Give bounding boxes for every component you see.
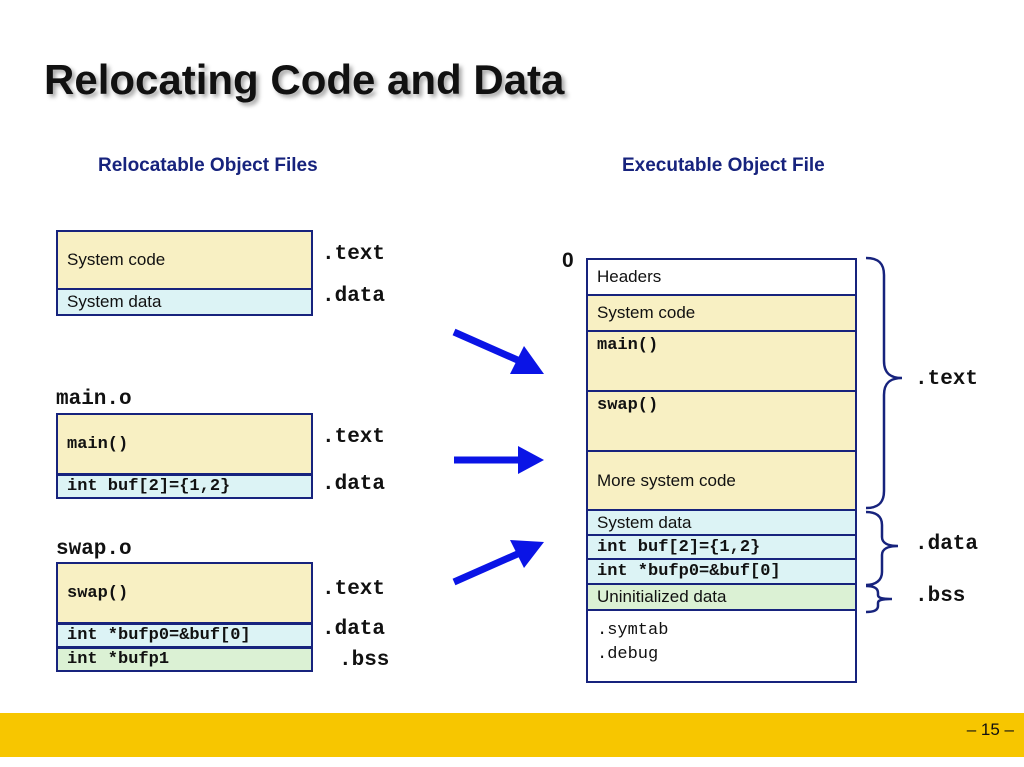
swap-bufp0-box: int *bufp0=&buf[0]: [56, 623, 313, 648]
exe-uninitialized-data-label: Uninitialized data: [597, 587, 727, 606]
exe-headers-box: Headers: [586, 258, 857, 296]
exe-system-data-label: System data: [597, 512, 692, 532]
exe-data-brace-label: .data: [915, 533, 979, 556]
relocation-arrows: [452, 328, 544, 586]
system-text-section-label: .text: [322, 243, 386, 266]
exe-main-label: main(): [597, 336, 659, 355]
start-address-label: 0: [562, 249, 574, 272]
exe-headers-label: Headers: [597, 267, 662, 286]
exe-bss-brace-label: .bss: [915, 585, 966, 608]
main-o-label: main.o: [56, 388, 132, 411]
data-brace-icon: [865, 510, 899, 587]
bss-brace-icon: [865, 584, 893, 614]
swap-bufp0-label: int *bufp0=&buf[0]: [67, 626, 251, 645]
footer-bar: [0, 713, 1024, 757]
main-data-section-label: .data: [322, 473, 386, 496]
exe-swap-label: swap(): [597, 396, 659, 415]
system-code-box: System code: [56, 230, 313, 290]
system-data-section-label: .data: [322, 285, 386, 308]
main-buf-label: int buf[2]={1,2}: [67, 477, 231, 496]
swap-bss-section-label: .bss: [339, 649, 390, 672]
exe-buf-label: int buf[2]={1,2}: [597, 537, 761, 557]
arrow-swap-to-executable: [452, 540, 544, 586]
exe-bufp0-box: int *bufp0=&buf[0]: [586, 558, 857, 585]
section-braces: [865, 256, 903, 614]
swap-data-section-label: .data: [322, 618, 386, 641]
swap-bufp1-box: int *bufp1: [56, 647, 313, 672]
system-data-label: System data: [67, 292, 162, 311]
exe-symtab-label: .symtab: [597, 621, 669, 640]
exe-system-code-label: System code: [597, 303, 696, 322]
exe-buf-box: int buf[2]={1,2}: [586, 534, 857, 560]
exe-uninitialized-data-box: Uninitialized data: [586, 583, 857, 611]
arrow-main-to-executable: [454, 446, 544, 474]
exe-swap-box: swap(): [586, 390, 857, 452]
exe-text-brace-label: .text: [915, 368, 979, 391]
exe-system-code-box: System code: [586, 294, 857, 332]
text-brace-icon: [865, 256, 903, 510]
exe-main-box: main(): [586, 330, 857, 392]
system-code-label: System code: [67, 250, 166, 269]
right-column-heading: Executable Object File: [622, 155, 825, 176]
main-func-label: main(): [67, 434, 129, 454]
swap-func-box: swap(): [56, 562, 313, 624]
page-number: – 15 –: [966, 720, 1014, 739]
exe-system-data-box: System data: [586, 509, 857, 536]
left-column-heading: Relocatable Object Files: [98, 155, 318, 176]
slide-title: Relocating Code and Data: [44, 56, 565, 103]
exe-symtab-debug-box: .symtab .debug: [586, 609, 857, 683]
system-data-box: System data: [56, 288, 313, 316]
main-text-section-label: .text: [322, 426, 386, 449]
exe-bufp0-label: int *bufp0=&buf[0]: [597, 562, 781, 581]
exe-debug-label: .debug: [597, 645, 659, 664]
swap-bufp1-label: int *bufp1: [67, 650, 170, 669]
main-func-box: main(): [56, 413, 313, 475]
main-buf-box: int buf[2]={1,2}: [56, 474, 313, 499]
swap-o-label: swap.o: [56, 538, 132, 561]
exe-more-system-code-box: More system code: [586, 450, 857, 511]
swap-func-label: swap(): [67, 583, 129, 603]
swap-text-section-label: .text: [322, 578, 386, 601]
arrow-system-to-executable: [452, 328, 544, 374]
exe-more-system-code-label: More system code: [597, 470, 736, 490]
